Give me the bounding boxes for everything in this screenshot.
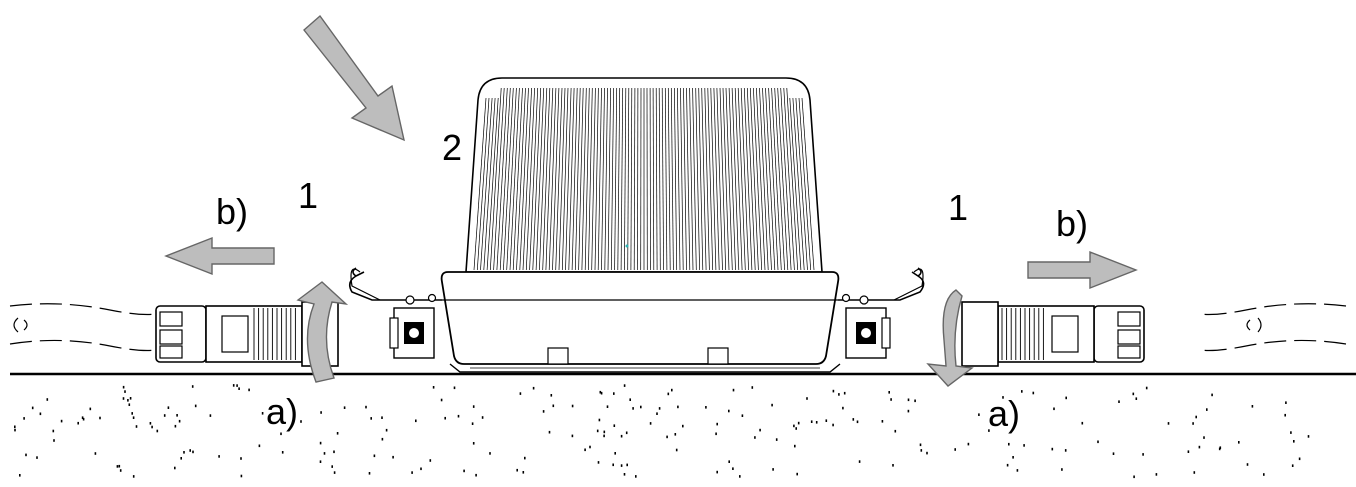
label-a-left: a) [266, 394, 298, 430]
base-body [442, 272, 839, 364]
ground-texture [14, 384, 1309, 478]
label-b-left: b) [216, 194, 248, 230]
label-a-right: a) [988, 396, 1020, 432]
left-cable [10, 304, 156, 351]
label-one-right: 1 [948, 190, 968, 226]
socket-right [846, 308, 890, 358]
main-unit [350, 78, 924, 372]
latch-pivot-left-2 [429, 295, 436, 302]
base-tab-left [548, 348, 568, 364]
socket-left [390, 308, 434, 358]
pull-arrow-right-icon [1028, 252, 1136, 288]
right-cable [1200, 304, 1346, 351]
latch-pivot-right [860, 296, 868, 304]
label-b-right: b) [1056, 206, 1088, 242]
latch-spring-left [351, 269, 380, 300]
latch-pivot-left [406, 296, 414, 304]
pull-arrow-left-icon [166, 238, 274, 274]
latch-pivot-right-2 [843, 295, 850, 302]
label-one-left: 1 [298, 178, 318, 214]
latch-bracket-left [350, 268, 442, 300]
label-two: 2 [442, 130, 462, 166]
center-marker [626, 245, 629, 248]
base-tab-right [708, 348, 728, 364]
latch-spring-right [894, 269, 923, 300]
insert-arrow-icon [304, 16, 404, 140]
latch-bracket-right [838, 268, 924, 300]
right-plug [962, 302, 1144, 366]
